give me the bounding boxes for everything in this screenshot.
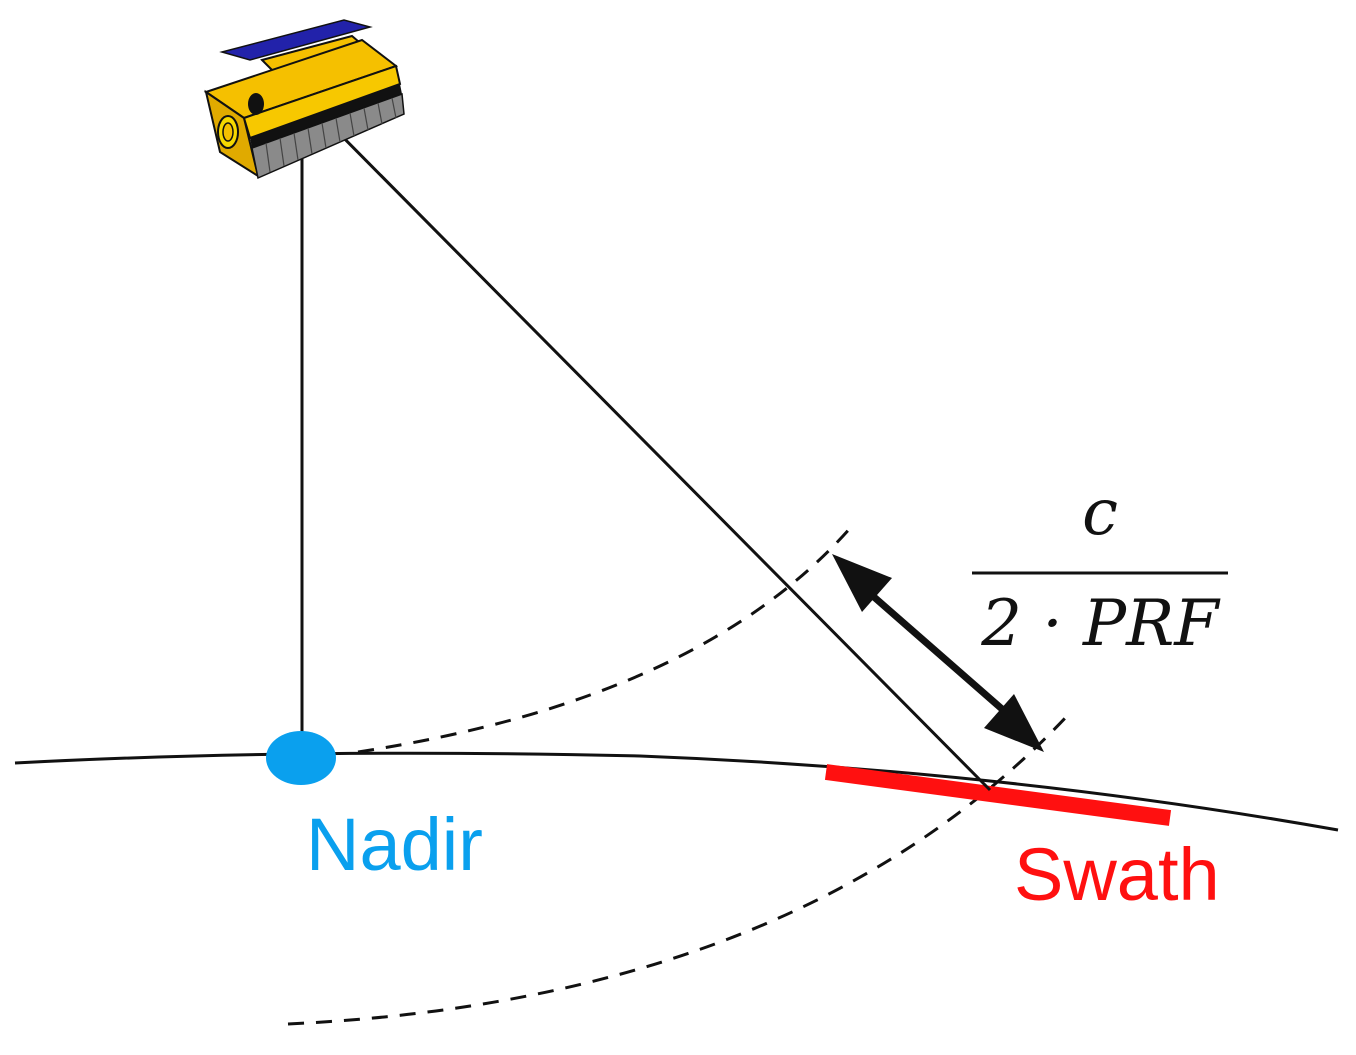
double-arrow-icon xyxy=(832,554,1044,752)
satellite-icon xyxy=(203,19,405,180)
formula-denominator: 2 · PRF xyxy=(980,587,1221,661)
slant-range-line xyxy=(316,110,992,792)
swath-label: Swath xyxy=(1014,833,1220,916)
earth-surface-line xyxy=(14,751,1339,832)
swath-segment xyxy=(824,764,1172,826)
near-range-arc xyxy=(357,525,854,754)
far-range-arc xyxy=(287,713,1070,1026)
formula-numerator: c xyxy=(1082,476,1118,550)
nadir-label: Nadir xyxy=(306,803,483,886)
nadir-point xyxy=(266,731,336,785)
